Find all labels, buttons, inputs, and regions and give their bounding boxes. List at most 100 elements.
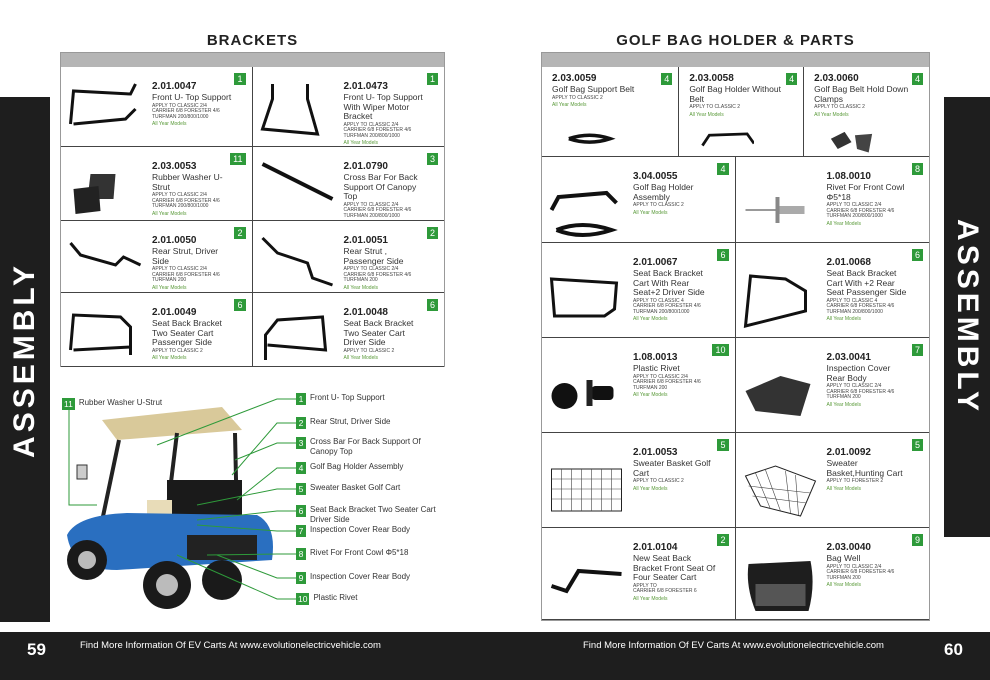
diagram-number-badge: 2 — [234, 227, 246, 239]
section-label: ASSEMBLY — [8, 261, 41, 458]
part-applicability: APPLY TO CLASSIC 2/4 CARRIER 6/8 FORESTE… — [152, 266, 220, 283]
label-number: 1 — [296, 393, 306, 405]
part-name: Front U- Top Support — [152, 92, 232, 102]
label-number: 9 — [296, 572, 306, 584]
leader-line — [68, 407, 97, 506]
diagram-number-badge: 4 — [717, 163, 729, 175]
part-cell: 2.01.0790 Cross Bar For Back Support Of … — [252, 147, 444, 221]
part-years: All Year Models — [826, 316, 861, 322]
diagram-number-badge: 1 — [234, 73, 246, 85]
leader-line — [196, 524, 296, 532]
part-code: 2.03.0060 — [814, 73, 859, 84]
part-applicability: APPLY TO FORESTER 2 — [826, 478, 884, 484]
footer: 59 Find More Information Of EV Carts At … — [0, 632, 990, 680]
left-page-title: BRACKETS — [206, 32, 299, 49]
label-text: Front U- Top Support — [310, 393, 385, 402]
part-code: 1.08.0010 — [826, 171, 872, 182]
label-number: 11 — [62, 398, 75, 410]
part-code: 2.01.0790 — [343, 161, 389, 172]
part-years: All Year Models — [826, 485, 861, 492]
part-applicability: APPLY TO CLASSIC 4 CARRIER 6/8 FORESTER … — [826, 297, 895, 315]
part-name: Seat Back Bracket Two Seater Cart Passen… — [152, 318, 222, 347]
diagram-number-badge: 6 — [717, 249, 729, 261]
bent-bar-icon — [550, 568, 622, 594]
part-code: 2.01.0473 — [343, 81, 389, 92]
part-applicability: APPLY TO CLASSIC 2/4 CARRIER 6/8 FORESTE… — [152, 102, 220, 120]
part-years: All Year Models — [633, 392, 668, 398]
leader-line — [216, 554, 296, 579]
part-applicability: APPLY TO CLASSIC 2/4 CARRIER 6/8 FORESTE… — [633, 373, 701, 391]
part-name: Front U- Top Support With Wiper Motor Br… — [343, 92, 423, 121]
part-years: All Year Models — [343, 140, 378, 146]
basket-icon — [551, 468, 622, 512]
label-text: Seat Back Bracket Two Seater Cart Driver… — [310, 505, 436, 524]
label-text: Plastic Rivet — [313, 593, 358, 602]
plastic-rivet-icon — [551, 380, 614, 409]
part-applicability: APPLY TO CLASSIC 4 CARRIER 6/8 FORESTER … — [633, 297, 701, 315]
leader-line — [231, 422, 296, 476]
table-header-bar — [61, 53, 444, 67]
part-years: All Year Models — [552, 102, 587, 108]
page-number-left: 59 — [27, 640, 46, 659]
part-applicability: APPLY TO CLASSIC 2 — [633, 478, 684, 484]
diagram-number-badge: 8 — [911, 163, 923, 175]
part-applicability: APPLY TO CLASSIC 2/4 CARRIER 6/8 FORESTE… — [826, 383, 895, 400]
part-years: All Year Models — [152, 284, 187, 291]
part-code: 2.01.0051 — [343, 235, 389, 246]
part-code: 2.01.0104 — [633, 542, 678, 553]
part-years: All Year Models — [826, 220, 861, 227]
rivet-icon — [745, 197, 804, 223]
part-code: 2.01.0092 — [826, 447, 872, 458]
footer-link-right[interactable]: Find More Information Of EV Carts At www… — [583, 640, 884, 651]
part-cell: 2.03.0041 Inspection Cover Rear Body APP… — [735, 338, 929, 433]
footer-link-left[interactable]: Find More Information Of EV Carts At www… — [80, 640, 381, 651]
diagram-number-badge: 6 — [911, 249, 923, 261]
part-name: Plastic Rivet — [633, 363, 680, 373]
part-years: All Year Models — [343, 284, 378, 291]
part-cell: 2.01.0104 New Seat Back Bracket Front Se… — [542, 528, 736, 620]
part-name: Golf Bag Belt Hold Down Clamps — [814, 84, 909, 104]
basket2-icon — [744, 465, 816, 517]
frame2-icon — [263, 315, 327, 360]
diagram-number-badge: 9 — [911, 534, 923, 546]
part-applicability: APPLY TO CLASSIC 2/4 CARRIER 6/8 FORESTE… — [343, 201, 412, 219]
part-years: All Year Models — [633, 316, 668, 322]
section-tab-left: ASSEMBLY — [0, 97, 50, 622]
part-cell: 1.08.0013 Plastic Rivet APPLY TO CLASSIC… — [542, 338, 736, 433]
diagram-number-badge: 2 — [426, 227, 438, 239]
part-years: All Year Models — [633, 595, 668, 602]
part-applicability: APPLY TO CLASSIC 2/4 CARRIER 6/8 FORESTE… — [152, 192, 220, 209]
section-label: ASSEMBLY — [951, 219, 984, 415]
part-name: Golf Bag Holder Without Belt — [689, 84, 781, 104]
part-code: 2.03.0059 — [552, 73, 597, 84]
brackets-table: 2.01.0047 Front U- Top Support APPLY TO … — [60, 52, 445, 367]
part-code: 2.01.0047 — [152, 81, 197, 92]
part-name: Sweater Basket Golf Cart — [633, 458, 711, 478]
leader-line — [234, 442, 296, 461]
part-name: Rear Strut , Passenger Side — [343, 246, 404, 266]
holder-icon — [701, 132, 755, 147]
part-name: Seat Back Bracket Two Seater Cart Driver… — [343, 318, 414, 347]
part-name: Rubber Washer U-Strut — [152, 172, 223, 192]
label-number: 2 — [296, 417, 306, 429]
part-cell: 2.01.0049 Seat Back Bracket Two Seater C… — [61, 293, 253, 367]
right-page-title: GOLF BAG HOLDER & PARTS — [616, 32, 855, 49]
table-header-bar — [542, 53, 929, 67]
part-name: Rivet For Front Cowl Φ5*18 — [826, 182, 905, 202]
part-code: 2.01.0067 — [633, 257, 678, 268]
diagram-number-badge: 4 — [911, 73, 923, 85]
golf-bag-parts-table: 2.03.0059 Golf Bag Support Belt APPLY TO… — [541, 52, 930, 621]
label-text: Rubber Washer U-Strut — [78, 398, 163, 407]
part-code: 2.01.0053 — [633, 447, 678, 458]
part-code: 2.01.0068 — [826, 257, 872, 268]
part-cell: 3.04.0055 Golf Bag Holder Assembly APPLY… — [542, 157, 736, 243]
leader-line — [206, 553, 296, 556]
part-code: 2.03.0053 — [152, 161, 197, 172]
leader-line — [156, 398, 296, 446]
frame-wide-icon — [549, 277, 619, 318]
part-years: All Year Models — [152, 210, 187, 217]
